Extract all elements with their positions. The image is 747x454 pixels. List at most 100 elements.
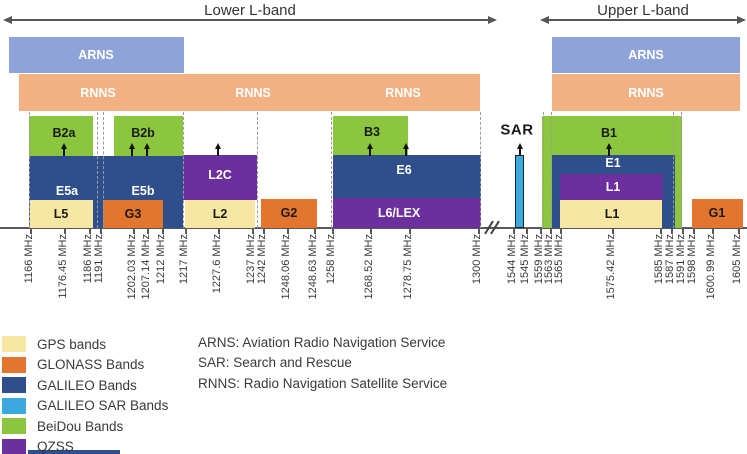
g1-label: G1 (708, 206, 726, 220)
lower-l-band-arrow (9, 19, 491, 21)
center-frequency-arrow (127, 143, 137, 156)
legend-item: GPS bands (2, 336, 168, 352)
arrow-stem (131, 149, 133, 156)
l2c-band (183, 155, 257, 200)
rnns-note: RNNS: Radio Navigation Satellite Service (198, 375, 448, 391)
arrow-stem (369, 149, 371, 156)
g1-band (692, 199, 743, 228)
center-frequency-arrow (59, 143, 69, 156)
band-edge-dashed-line (331, 112, 332, 228)
arrow-stem (217, 149, 219, 156)
frequency-axis (0, 227, 747, 229)
b3-label: B3 (364, 125, 380, 139)
band-edge-dashed-line (681, 112, 682, 228)
center-frequency-arrow (142, 143, 152, 156)
axis-tick (89, 229, 91, 234)
axis-tick (314, 229, 316, 234)
axis-tick-label: 1166 MHz (23, 234, 35, 284)
sar-swatch-icon (2, 397, 26, 414)
axis-tick-label: 1242 MHz (256, 234, 268, 285)
center-frequency-arrow (401, 143, 411, 156)
axis-tick (738, 229, 740, 234)
axis-tick-label: 1545 MHz (519, 234, 531, 285)
arns-note: ARNS: Aviation Radio Navigation Service (198, 335, 446, 350)
arrow-head-icon (606, 143, 612, 149)
b2a-band (29, 116, 93, 156)
axis-tick-label: 1248.63 MHz (307, 234, 319, 300)
rnns-left-band (19, 74, 480, 111)
rnns-label: RNNS (385, 86, 421, 100)
l2-band (185, 200, 255, 228)
axis-tick-label: 1191 MHz (93, 234, 105, 284)
legend-item: GLONASS Bands (2, 356, 168, 373)
arrow-left-icon (3, 16, 12, 24)
axis-tick (660, 229, 662, 234)
axis-tick-label: 1268.52 MHz (363, 234, 375, 300)
axis-tick (682, 229, 684, 234)
axis-tick (218, 229, 220, 234)
legend-label: GPS bands (37, 336, 107, 352)
axis-tick-label: 1300 MHz (471, 234, 483, 285)
axis-tick-label: 1202.03 MHz (126, 234, 138, 300)
axis-tick (64, 229, 66, 234)
g2-label: G2 (280, 206, 298, 220)
sar-note: SAR: Search and Rescue (198, 355, 352, 371)
axis-tick-label: 1248.06 MHz (280, 234, 292, 300)
b2a-label: B2a (52, 126, 76, 140)
rnns-label: RNNS (80, 86, 116, 100)
legend-label: GALILEO Bands (37, 377, 137, 393)
axis-tick (332, 229, 334, 234)
rnns-label: RNNS (628, 86, 664, 100)
qzss-swatch-icon (2, 438, 26, 454)
abbreviation-notes: ARNS: Aviation Radio Navigation Service … (198, 335, 447, 396)
e6-label: E6 (396, 163, 412, 177)
axis-tick (540, 229, 542, 234)
gps-swatch-icon (2, 336, 26, 352)
rnns-right-band (552, 74, 740, 111)
axis-tick (147, 229, 149, 234)
band-edge-dashed-line (673, 112, 674, 228)
arrow-right-icon (488, 16, 497, 24)
arrow-stem (519, 149, 521, 156)
axis-tick (252, 229, 254, 234)
center-frequency-arrow (515, 143, 525, 156)
axis-tick (693, 229, 695, 234)
arns-right-band (552, 37, 740, 73)
b1-label: B1 (601, 126, 617, 140)
axis-tick (185, 229, 187, 234)
axis-tick (478, 229, 480, 234)
axis-tick-label: 1598 MHz (686, 234, 698, 285)
axis-tick-label: 1278.75 MHz (402, 234, 414, 300)
axis-tick (550, 229, 552, 234)
arrow-stem (63, 149, 65, 156)
b2b-label: B2b (131, 126, 155, 140)
axis-tick (513, 229, 515, 234)
arns-left-band (9, 37, 184, 73)
band-edge-dashed-line (543, 112, 544, 228)
axis-tick (263, 229, 265, 234)
center-frequency-arrow (604, 143, 614, 156)
axis-tick (370, 229, 372, 234)
l2-label: L2 (212, 207, 228, 221)
arrow-left-icon (540, 16, 549, 24)
l1-purple-band (560, 174, 663, 200)
axis-tick-label: 1212 MHz (155, 234, 167, 285)
legend-item: QZSS (2, 438, 168, 454)
b2b-band (114, 116, 183, 156)
axis-tick (287, 229, 289, 234)
l2c-label: L2C (208, 168, 232, 182)
arns-label: ARNS (78, 48, 114, 62)
e5b-label: E5b (131, 184, 155, 198)
axis-tick-label: 1227.6 MHz (211, 234, 223, 294)
axis-tick (409, 229, 411, 234)
band-edge-dashed-line (551, 112, 552, 228)
arrow-head-icon (517, 143, 523, 149)
arrow-head-icon (61, 143, 67, 149)
l6-lex-band (333, 198, 481, 228)
rnns-label: RNNS (235, 86, 271, 100)
arrow-head-icon (215, 143, 221, 149)
arrow-stem (405, 149, 407, 156)
e5a-label: E5a (55, 184, 79, 198)
center-frequency-arrow (365, 143, 375, 156)
